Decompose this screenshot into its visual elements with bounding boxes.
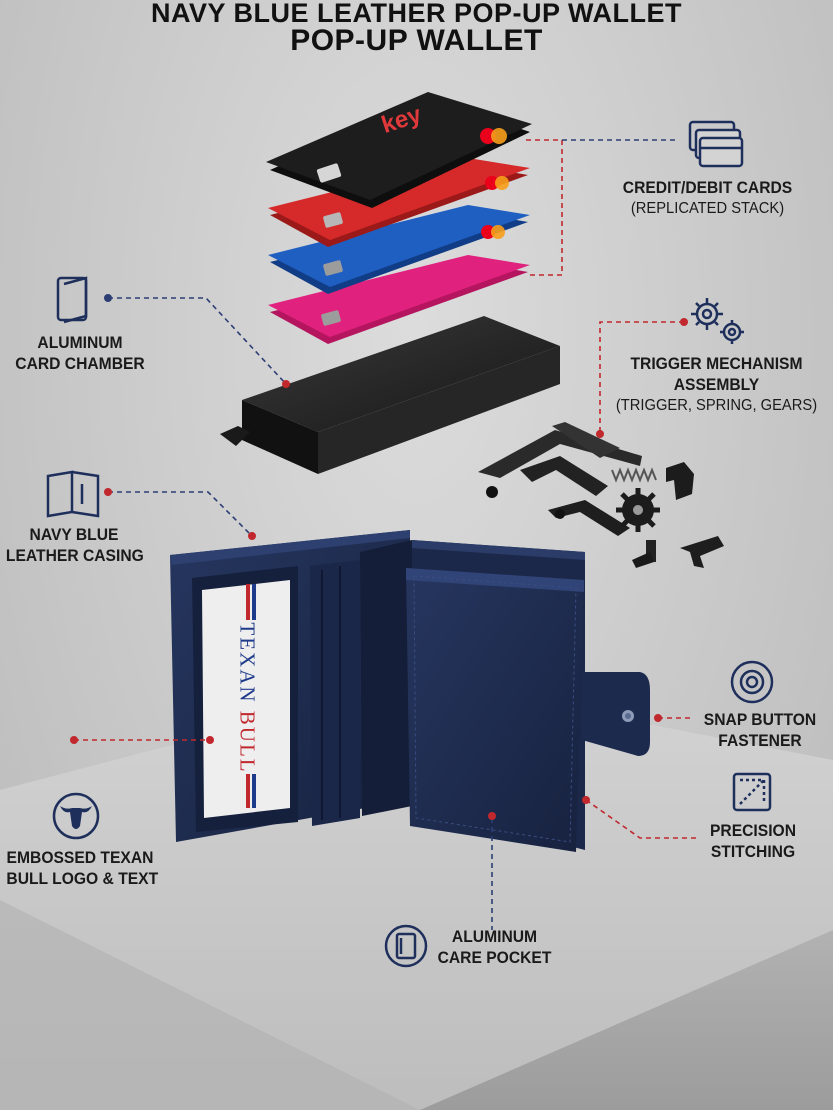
casing-icon <box>46 470 100 518</box>
label-card-chamber: ALUMINUM CARD CHAMBER <box>15 333 145 373</box>
cards-stack: key <box>266 92 532 344</box>
gear <box>616 488 660 532</box>
label-bull-logo: EMBOSSED TEXAN BULL LOGO & TEXT <box>6 848 159 888</box>
card-black: key <box>266 92 532 208</box>
label-leather-casing: NAVY BLUE LEATHER CASING <box>5 525 144 565</box>
leader-dots <box>70 294 688 820</box>
label-precision-stitching: PRECISION STITCHING <box>709 821 797 861</box>
leather-wallet <box>170 530 650 852</box>
cards-stack-icon <box>688 120 744 168</box>
card-red <box>268 158 530 247</box>
window-text-texan: TEXAN <box>235 622 260 704</box>
card-pink <box>268 255 530 344</box>
main-title: NAVY BLUE LEATHER POP-UP WALLET <box>150 0 683 28</box>
stitching-icon <box>732 772 772 812</box>
spring <box>611 467 657 483</box>
label-snap-button: SNAP BUTTON FASTENER <box>703 710 817 750</box>
leader-lines <box>74 139 696 930</box>
card-chamber-icon <box>56 276 88 324</box>
label-care-pocket: ALUMINUM CARE POCKET <box>437 927 552 967</box>
bull-logo-icon <box>52 792 100 840</box>
label-credit-cards: CREDIT/DEBIT CARDS (REPLICATED STACK) <box>622 178 793 217</box>
label-trigger-mechanism: TRIGGER MECHANISM ASSEMBLY (TRIGGER, SPR… <box>615 354 818 414</box>
snap-button-icon <box>730 660 774 704</box>
trigger-mechanism-parts <box>478 422 724 568</box>
aluminum-card-chamber <box>220 316 560 474</box>
gears-icon <box>691 298 744 344</box>
sub-title: POP-UP WALLET <box>290 24 543 57</box>
id-window-text: TEXAN BULL <box>235 598 260 798</box>
card-blue <box>268 205 530 294</box>
pocket-icon <box>384 924 428 968</box>
window-text-bull: BULL <box>235 710 260 774</box>
